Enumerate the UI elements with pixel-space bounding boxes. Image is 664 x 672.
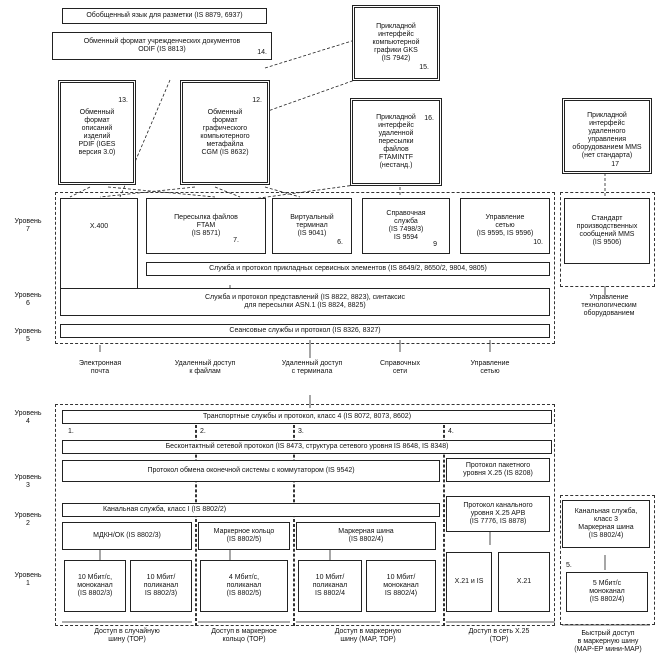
bottom-label-csma: Доступ в случайную шину (ТОР) (94, 628, 160, 643)
mms-group (560, 192, 655, 287)
mms-box: Стандарт производственных сообщений MMS … (564, 198, 650, 264)
bottom-label-bus: Доступ в маркерную шину (МАР, ТОР) (334, 628, 402, 643)
vt-number: 6. (337, 239, 343, 246)
file-access-label: Удаленный доступ к файлам (174, 360, 236, 375)
email-label: Электронная почта (78, 360, 122, 375)
virtual-terminal-box: Виртуальный терминал (IS 9041) 6. (272, 198, 352, 254)
network-management-box: Управление сетью (IS 9595, IS 9596) 10. (460, 198, 550, 254)
odif-label: Обменный формат учрежденческих документо… (83, 38, 241, 53)
phys-box-3: 4 Мбит/с, поликанал (IS 8802/5) (200, 560, 288, 612)
terminal-access-label: Удаленный доступ с терминала (281, 360, 343, 375)
pdif-label: Обменный формат описаний изделий PDIF (I… (78, 108, 116, 156)
mms-api-number: 17 (611, 161, 619, 168)
ftam-number: 7. (233, 237, 239, 244)
level-2-label: Уровень 2 (14, 512, 42, 527)
phys-box-2: 10 Мбит/ поликанал IS 8802/3) (130, 560, 192, 612)
x21-box: X.21 (498, 552, 550, 612)
llc3-box: Канальная служба, класс 3 Маркерная шина… (562, 500, 650, 548)
lower-osi-group (55, 404, 555, 626)
bottom-label-ring: Доступ в маркерное кольцо (ТОР) (211, 628, 277, 643)
markup-language-box: Обобщенный язык для разметки (IS 8879, 6… (62, 8, 267, 24)
llc-bar: Канальная служба, класс I (IS 8802/2) (62, 503, 440, 517)
directory-nets-label: Справочных сети (379, 360, 421, 375)
level-7-label: Уровень 7 (14, 218, 42, 233)
token-ring-box: Маркерное кольцо (IS 8802/5) (198, 522, 290, 550)
nm-number: 10. (533, 239, 543, 246)
ftamintf-number: 16. (424, 115, 434, 122)
es-is-bar: Протокол обмена оконечной системы с комм… (62, 460, 440, 482)
column-number-3: 3. (298, 428, 304, 435)
csma-box: МДКН/ОК (IS 8802/3) (62, 522, 192, 550)
mms-api-box: Прикладной интерфейс удаленного управлен… (562, 98, 652, 174)
net-mgmt-label: Управление сетью (470, 360, 510, 375)
ftam-label: Пересылка файлов FTAM (IS 8571) (174, 214, 238, 237)
cgm-label: Обменный формат графического компьютерно… (200, 108, 250, 156)
phys-box-6: 5 Мбит/с моноканал (IS 8802/4) (566, 572, 648, 612)
column-number-4: 4. (448, 428, 454, 435)
phys-box-1: 10 Мбит/с, моноканал (IS 8802/3) (64, 560, 126, 612)
bottom-label-x25: Доступ в сеть X.25 (ТОР) (468, 628, 530, 643)
clnp-bar: Бесконтактный сетевой протокол (IS 8473,… (62, 440, 552, 454)
level-6-label: Уровень 6 (14, 292, 42, 307)
cgm-box: Обменный формат графического компьютерно… (180, 80, 270, 185)
cgm-number: 12. (252, 97, 262, 104)
phys-box-4: 10 Мбит/ поликанал IS 8802/4 (298, 560, 362, 612)
column-number-5: 5. (566, 562, 572, 569)
gks-label: Прикладной интерфейс компьютерной график… (372, 23, 420, 62)
ftam-box: Пересылка файлов FTAM (IS 8571) 7. (146, 198, 266, 254)
ftamintf-label: Прикладной интерфейс удаленной пересылки… (376, 114, 416, 169)
level-5-label: Уровень 5 (14, 328, 42, 343)
ds-number: 9 (433, 241, 437, 248)
x25-lapb-box: Протокол канального уровня X.25 APB (IS … (446, 496, 550, 532)
gks-box: Прикладной интерфейс компьютерной график… (352, 5, 440, 81)
odif-box: Обменный формат учрежденческих документо… (52, 32, 272, 60)
column-number-1: 1. (68, 428, 74, 435)
x25-packet-box: Протокол пакетного уровня X.25 (IS 8208) (446, 458, 550, 482)
directory-service-box: Справочная служба (IS 7498/3) IS 9594 9 (362, 198, 450, 254)
gks-number: 15. (419, 64, 429, 71)
vt-label: Виртуальный терминал (IS 9041) (290, 214, 334, 237)
transport-bar: Транспортные службы и протокол, класс 4 … (62, 410, 552, 424)
bottom-label-minimap: Быстрый доступ в маркерную шину (МАР-ЕР … (574, 630, 642, 653)
tech-mgmt-label: Управление технологическим оборудованием (581, 294, 637, 317)
ds-label: Справочная служба (IS 7498/3) IS 9594 (386, 210, 426, 241)
level-4-label: Уровень 4 (14, 410, 42, 425)
level-3-label: Уровень 3 (14, 474, 42, 489)
pdif-number: 13. (118, 97, 128, 104)
session-bar: Сеансовые службы и протокол (IS 8326, 83… (60, 324, 550, 338)
column-number-2: 2. (200, 428, 206, 435)
mms-api-label: Прикладной интерфейс удаленного управлен… (572, 112, 642, 159)
upper-osi-group (55, 192, 555, 344)
ftamintf-box: Прикладной интерфейс удаленной пересылки… (350, 98, 442, 186)
token-bus-box: Маркерная шина (IS 8802/4) (296, 522, 436, 550)
level-1-label: Уровень 1 (14, 572, 42, 587)
x21-is-box: X.21 и IS (446, 552, 492, 612)
nm-label: Управление сетью (IS 9595, IS 9596) (476, 214, 534, 237)
phys-box-5: 10 Мбит/ моноканал IS 8802/4) (366, 560, 436, 612)
odif-number: 14. (257, 49, 267, 56)
presentation-bar: Служба и протокол представлений (IS 8822… (60, 288, 550, 316)
mini-map-group (560, 495, 655, 625)
x400-label: X.400 (89, 223, 109, 230)
pdif-box: Обменный формат описаний изделий PDIF (I… (58, 80, 136, 185)
ase-bar: Служба и протокол прикладных сервисных э… (146, 262, 550, 276)
